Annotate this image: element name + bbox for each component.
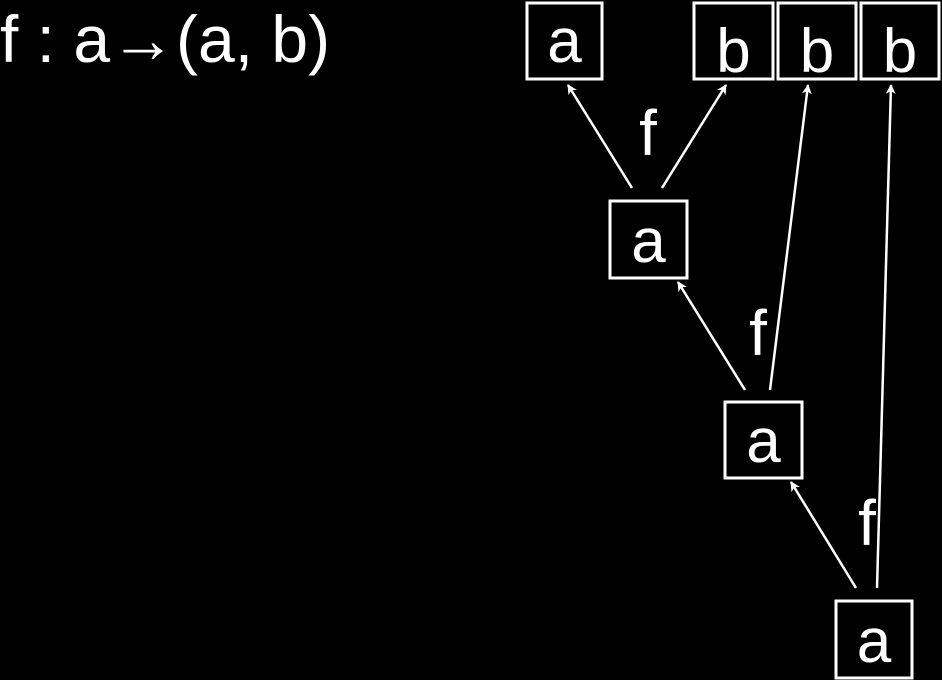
node-level1-a: a bbox=[608, 199, 689, 280]
node-level1-a-label: a bbox=[631, 207, 666, 276]
node-top-a-label: a bbox=[547, 7, 582, 76]
node-level3-a: a bbox=[834, 599, 914, 680]
edge-level1-to-top-a bbox=[566, 84, 634, 189]
edge-label-f3: f bbox=[858, 487, 876, 559]
edge-level1-to-top-b1 bbox=[660, 84, 728, 189]
node-top-a: a bbox=[525, 1, 604, 81]
node-top-b3: b bbox=[859, 1, 941, 86]
edge-level3-to-top-b3 bbox=[875, 84, 896, 589]
definition-text: f : a→(a, b) bbox=[0, 2, 330, 76]
node-level2-a-label: a bbox=[746, 407, 781, 476]
edge-level2-to-level1-a bbox=[676, 281, 747, 391]
edge-level2-to-top-b2 bbox=[768, 84, 812, 391]
node-top-b1-label: b bbox=[716, 17, 750, 86]
node-level3-a-label: a bbox=[857, 607, 892, 676]
node-top-b2-label: b bbox=[800, 17, 834, 86]
node-top-b2: b bbox=[776, 1, 858, 86]
edge-label-f1: f bbox=[639, 97, 657, 169]
edge-level3-to-level2-a bbox=[789, 481, 858, 589]
node-top-b1: b bbox=[692, 1, 775, 86]
edge-label-f2: f bbox=[749, 297, 767, 369]
node-top-b3-label: b bbox=[883, 17, 917, 86]
node-level2-a: a bbox=[723, 400, 804, 480]
